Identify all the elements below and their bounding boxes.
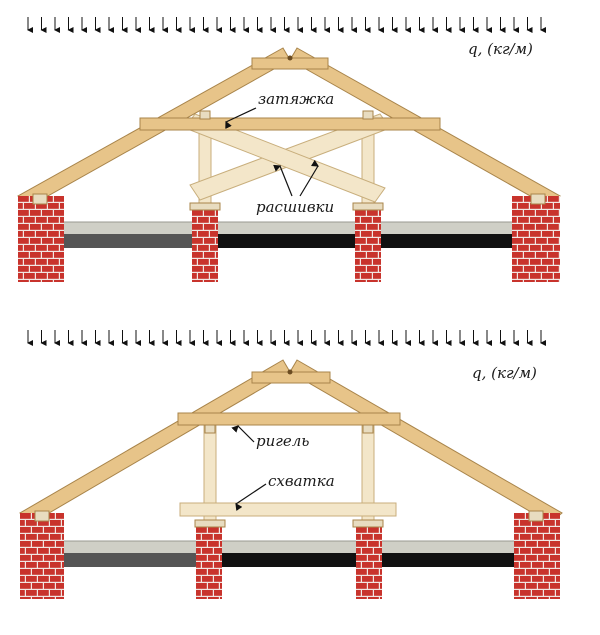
rafter-left: [19, 359, 291, 524]
label-clamp: схватка: [268, 472, 335, 490]
crossbar-beam: [177, 412, 401, 426]
post-cap-left: [199, 110, 211, 120]
clamp-beam: [179, 502, 397, 517]
mauerlat-right: [530, 193, 546, 205]
leader-arrow-icon: [225, 107, 257, 129]
load-arrows: [27, 17, 546, 33]
brick-column: [356, 527, 382, 599]
brick-columns: [18, 196, 560, 282]
floor-beam-right: [374, 234, 524, 248]
load-label: q, (кг/м): [472, 364, 537, 382]
post-base-left: [189, 202, 221, 211]
floor-beam-left: [60, 553, 198, 567]
post-base-right: [352, 519, 384, 528]
diagram-tie-beam: q, (кг/м) затяжка расшивки: [17, 17, 561, 282]
leader-arrow-icon: [231, 425, 255, 443]
brick-column: [196, 527, 222, 599]
brick-column: [514, 513, 560, 599]
mauerlat-left: [32, 193, 48, 205]
label-crossbar: ригель: [256, 432, 309, 450]
brick-column: [192, 210, 218, 282]
ridge-bolt: [287, 55, 293, 61]
post-cap-left: [204, 424, 216, 434]
floor-beam-left: [56, 234, 198, 248]
diagram-collar-beam: q, (кг/м) ригель схватка: [19, 330, 563, 599]
mauerlat-right: [528, 510, 544, 522]
floor-beam-middle: [214, 234, 360, 248]
tie-beam: [139, 117, 441, 131]
mauerlat-left: [34, 510, 50, 522]
ridge-bolt: [287, 369, 293, 375]
floor-beam-middle: [218, 553, 358, 567]
floor-slab: [47, 540, 529, 556]
label-braces: расшивки: [256, 198, 334, 216]
brick-columns: [20, 513, 560, 599]
post-cap-right: [362, 424, 374, 434]
rafter-right: [289, 359, 563, 524]
leader-arrow-icon: [235, 483, 267, 511]
post-cap-right: [362, 110, 374, 120]
brick-column: [512, 196, 560, 282]
post-base-right: [352, 202, 384, 211]
load-label: q, (кг/м): [468, 40, 533, 58]
brick-column: [20, 513, 64, 599]
brick-column: [355, 210, 381, 282]
floor-beam-right: [378, 553, 524, 567]
leader-arrow-icon: [273, 164, 293, 197]
leader-arrow-icon: [299, 159, 320, 197]
post-base-left: [194, 519, 226, 528]
label-tie: затяжка: [258, 90, 334, 108]
brick-column: [18, 196, 64, 282]
floor-slab: [47, 221, 529, 237]
load-arrows: [27, 330, 546, 346]
